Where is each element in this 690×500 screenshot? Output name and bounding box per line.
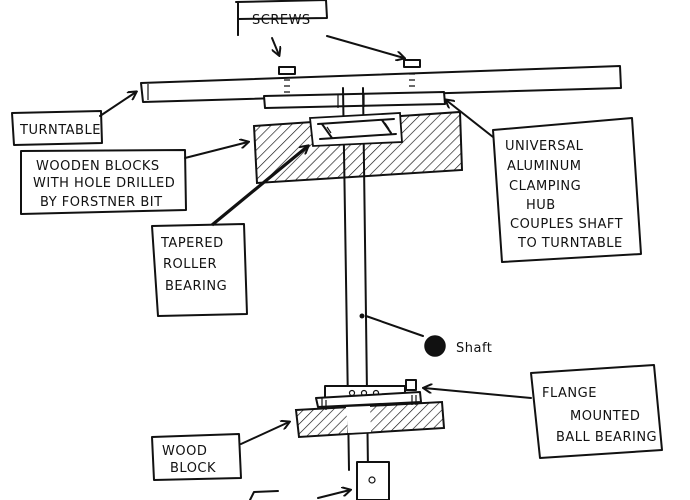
shaft-coupler [356, 461, 390, 500]
screw-left [278, 66, 296, 99]
bottom-arrow [317, 490, 350, 499]
lower-wood-block [294, 400, 446, 439]
clamping-hub-arrow [446, 100, 494, 138]
screws-arrow-right [326, 35, 404, 58]
wood-block-line-1: WOOD [162, 444, 207, 459]
tapered-bearing-label-box: TAPERED ROLLER BEARING [151, 223, 248, 317]
screws-arrow-left [271, 37, 279, 55]
clamping-hub-label-box: UNIVERSAL ALUMINUM CLAMPING HUB COUPLES … [492, 117, 642, 263]
flange-bearing-line-1: FLANGE [542, 386, 597, 401]
wood-block-label-box: WOOD BLOCK [151, 433, 242, 481]
tapered-bearing-line-2: ROLLER [163, 257, 217, 272]
clamping-hub-line-1: UNIVERSAL [505, 139, 584, 154]
turntable-label-box: TURNTABLE [11, 110, 103, 146]
turntable-label: TURNTABLE [19, 123, 101, 138]
shaft-label: Shaft [456, 341, 492, 356]
clamping-hub [263, 91, 446, 109]
tapered-bearing-arrow [210, 146, 308, 227]
upper-wooden-block [252, 110, 464, 185]
screws-label-box: SCREWS [235, 0, 328, 36]
clamping-hub-line-5: COUPLES SHAFT [510, 217, 623, 232]
flange-bearing-arrow [424, 388, 532, 399]
flange-ball-bearing [315, 379, 422, 410]
wood-block-arrow [240, 422, 289, 445]
wooden-blocks-line-2: WITH HOLE DRILLED [33, 176, 175, 191]
flange-bearing-line-3: BALL BEARING [556, 430, 657, 445]
wooden-blocks-line-1: WOODEN BLOCKS [36, 159, 160, 174]
tapered-bearing-line-3: BEARING [165, 279, 227, 294]
tapered-bearing-line-1: TAPERED [160, 236, 224, 251]
shaft-label-group: Shaft [365, 315, 492, 357]
turntable-arrow [99, 92, 136, 117]
clamping-hub-line-2: ALUMINUM [507, 159, 582, 174]
clamping-hub-line-6: TO TURNTABLE [517, 236, 623, 251]
turntable-plate [140, 65, 622, 103]
screws-label: SCREWS [252, 13, 311, 28]
wooden-blocks-label-box: WOODEN BLOCKS WITH HOLE DRILLED BY FORST… [20, 149, 187, 215]
screw-right [403, 59, 421, 94]
bottom-partial-box [249, 490, 279, 500]
clamping-hub-line-4: HUB [526, 198, 556, 213]
flange-bearing-line-2: MOUNTED [570, 409, 640, 424]
flange-bearing-label-box: FLANGE MOUNTED BALL BEARING [530, 364, 663, 459]
wood-block-line-2: BLOCK [170, 461, 216, 476]
clamping-hub-line-3: CLAMPING [509, 179, 581, 194]
wooden-blocks-arrow [184, 142, 248, 159]
wooden-blocks-line-3: BY FORSTNER BIT [40, 195, 163, 210]
